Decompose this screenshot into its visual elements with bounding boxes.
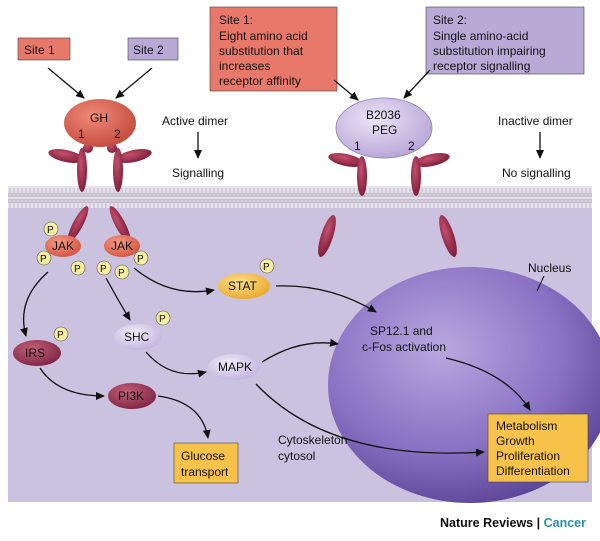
b2036-label: B2036 (366, 108, 401, 122)
mapk-label: MAPK (218, 360, 252, 374)
shc-label: SHC (124, 330, 150, 344)
mapk-node (208, 354, 260, 380)
gh-site2-number: 2 (114, 127, 121, 141)
site1-callout-line-5: receptor affinity (219, 74, 301, 88)
svg-text:P: P (137, 254, 144, 265)
site1-callout-line-1: Site 1: (219, 13, 253, 27)
nucleus-label: Nucleus (528, 261, 571, 275)
site1-callout-line-4: increases (219, 59, 270, 73)
shc-node (114, 324, 162, 350)
svg-text:P: P (40, 254, 47, 265)
journal-name: Nature Reviews (440, 516, 534, 530)
inactive-receptor-dimer (318, 153, 457, 258)
phosphate-group: P (53, 326, 69, 342)
site2-callout-line-4: receptor signalling (433, 59, 530, 73)
arrow-jak-to-shc (105, 277, 131, 321)
arrow-jak-to-stat (133, 267, 215, 296)
arrow-stat-to-nucleus (275, 285, 377, 313)
phosphate-group: P (36, 250, 52, 266)
cytoskeleton-label-line1: Cytoskeleton (278, 433, 347, 447)
svg-text:P: P (159, 314, 166, 325)
arrow-jak-to-irs (20, 271, 49, 337)
jak-left-label: JAK (52, 239, 74, 253)
active-receptor-tail-right (109, 206, 131, 242)
sp121-label-line2: c-Fos activation (362, 340, 446, 354)
phosphate-group: P (43, 221, 59, 237)
peg-site1-number: 1 (354, 139, 361, 153)
active-receptor-dimer (48, 143, 152, 192)
peg-site2-number: 2 (408, 139, 415, 153)
arrow-mapk-to-outcomes (255, 383, 485, 457)
arrow-shc-to-mapk (145, 351, 207, 378)
no-signalling-label: No signalling (502, 166, 571, 180)
svg-text:P: P (100, 264, 107, 275)
nucleus-pointer (536, 275, 545, 292)
active-dimer-label: Active dimer (162, 114, 228, 128)
arrow-site2-callout-to-peg (403, 69, 431, 99)
cytoskeleton-label-line2: cytosol (278, 449, 315, 463)
svg-text:P: P (57, 330, 64, 341)
jak-right-label: JAK (111, 239, 133, 253)
gh-hormone (64, 99, 136, 147)
phosphate-group: P (96, 260, 112, 276)
svg-text:P: P (263, 262, 270, 273)
site1-tag: Site 1 (17, 37, 71, 61)
site1-callout-line-2: Eight amino acid (219, 29, 308, 43)
stat-node (218, 273, 270, 299)
svg-text:P: P (47, 225, 54, 236)
pi3k-node (108, 383, 156, 409)
pi3k-label: PI3K (118, 389, 144, 403)
site2-callout-line-1: Site 2: (433, 13, 467, 27)
gh-label: GH (90, 111, 108, 125)
phosphate-group: P (114, 264, 130, 280)
svg-text:Glucose: Glucose (181, 449, 225, 463)
inactive-dimer-label: Inactive dimer (498, 114, 573, 128)
peg-label: PEG (372, 123, 397, 137)
phosphate-group: P (259, 258, 275, 274)
svg-text:transport: transport (181, 465, 229, 479)
outcome-differentiation: Differentiation (496, 464, 570, 478)
phosphate-group: P (155, 310, 171, 326)
outcome-proliferation: Proliferation (496, 449, 560, 463)
arrow-irs-to-pi3k (39, 367, 105, 400)
irs-label: IRS (25, 346, 45, 360)
arrow-mapk-to-nucleus (261, 338, 339, 363)
arrow-site1-callout-to-peg (333, 79, 359, 101)
jak-left (45, 235, 81, 257)
outcomes-box: Metabolism Growth Proliferation Differen… (487, 413, 589, 483)
outcome-growth: Growth (496, 434, 535, 448)
journal-section: Cancer (543, 516, 586, 530)
arrow-pi3k-to-glucose (157, 395, 211, 439)
site2-tag: Site 2 (127, 37, 179, 61)
gh-site1-number: 1 (78, 127, 85, 141)
active-receptor-tail-left (67, 206, 89, 242)
sp121-label-line1: SP12.1 and (370, 324, 433, 338)
b2036-peg-antagonist (335, 97, 433, 159)
credit-separator: | (536, 516, 541, 530)
jak-right (104, 235, 140, 257)
svg-text:Site 1: Site 1 (24, 43, 55, 57)
svg-text:P: P (74, 264, 81, 275)
site1-callout-box: Site 1: Eight amino acid substitution th… (209, 6, 338, 92)
glucose-transport-box: Glucose transport (173, 442, 239, 484)
journal-credit: Nature Reviews | Cancer (0, 516, 586, 530)
svg-text:P: P (118, 268, 125, 279)
irs-node (13, 340, 61, 366)
arrow-site1-to-gh (47, 67, 85, 99)
arrow-sp121-to-outcomes (445, 357, 531, 411)
site2-callout-line-2: Single amino-acid (433, 29, 528, 43)
site1-callout-line-3: substitution that (219, 44, 304, 58)
outcome-metabolism: Metabolism (496, 419, 557, 433)
site2-callout-box: Site 2: Single amino-acid substitution i… (425, 6, 585, 75)
signalling-label: Signalling (172, 166, 224, 180)
phosphate-group: P (70, 260, 86, 276)
svg-text:Site 2: Site 2 (133, 43, 164, 57)
site2-callout-line-3: substitution impairing (433, 44, 546, 58)
stat-label: STAT (228, 279, 258, 293)
phosphate-group: P (133, 250, 149, 266)
cell-membrane (8, 186, 592, 208)
arrow-site2-to-gh (115, 67, 153, 99)
